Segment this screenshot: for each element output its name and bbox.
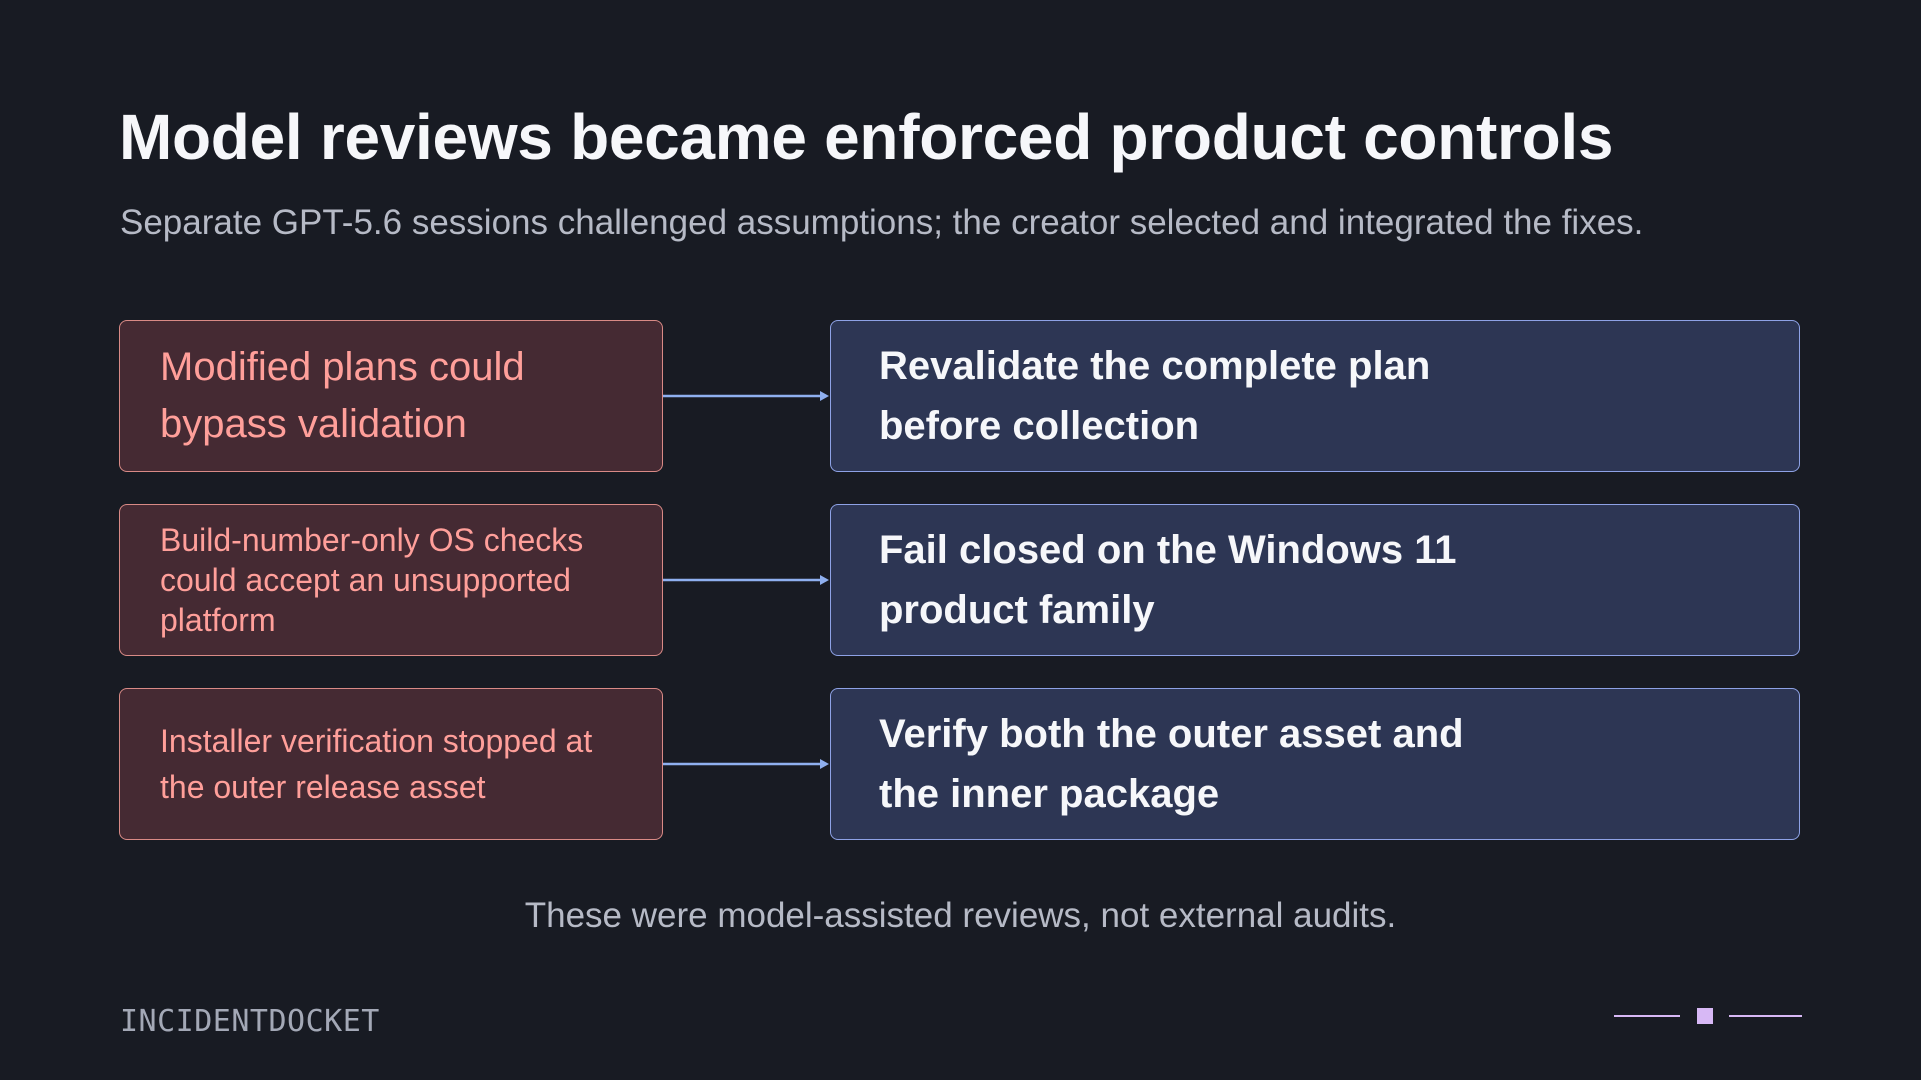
mapping-row: Build-number-only OS checks could accept…: [119, 504, 1800, 656]
mapping-row: Modified plans could bypass validation R…: [119, 320, 1800, 472]
slide-title: Model reviews became enforced product co…: [119, 101, 1614, 173]
problem-box: Modified plans could bypass validation: [119, 320, 663, 472]
problem-box: Build-number-only OS checks could accept…: [119, 504, 663, 656]
problem-box: Installer verification stopped at the ou…: [119, 688, 663, 840]
mapping-row: Installer verification stopped at the ou…: [119, 688, 1800, 840]
solution-text: Verify both the outer asset and the inne…: [879, 712, 1464, 816]
solution-box: Verify both the outer asset and the inne…: [830, 688, 1800, 840]
arrow-connector: [663, 391, 829, 401]
arrow-connector: [663, 575, 829, 585]
problem-text: Modified plans could bypass validation: [160, 345, 525, 446]
footnote: These were model-assisted reviews, not e…: [524, 896, 1397, 935]
solution-box: Revalidate the complete plan before coll…: [830, 320, 1800, 472]
slide-subtitle: Separate GPT-5.6 sessions challenged ass…: [120, 203, 1644, 242]
page-indicator-icon: [1614, 1008, 1802, 1024]
solution-text: Fail closed on the Windows 11 product fa…: [879, 528, 1457, 632]
problem-text: Installer verification stopped at the ou…: [160, 723, 593, 805]
solution-text: Revalidate the complete plan before coll…: [879, 344, 1431, 448]
brand-wordmark: INCIDENTDOCKET: [120, 1004, 380, 1039]
solution-box: Fail closed on the Windows 11 product fa…: [830, 504, 1800, 656]
problem-text: Build-number-only OS checks could accept…: [160, 522, 584, 638]
arrow-connector: [663, 759, 829, 769]
